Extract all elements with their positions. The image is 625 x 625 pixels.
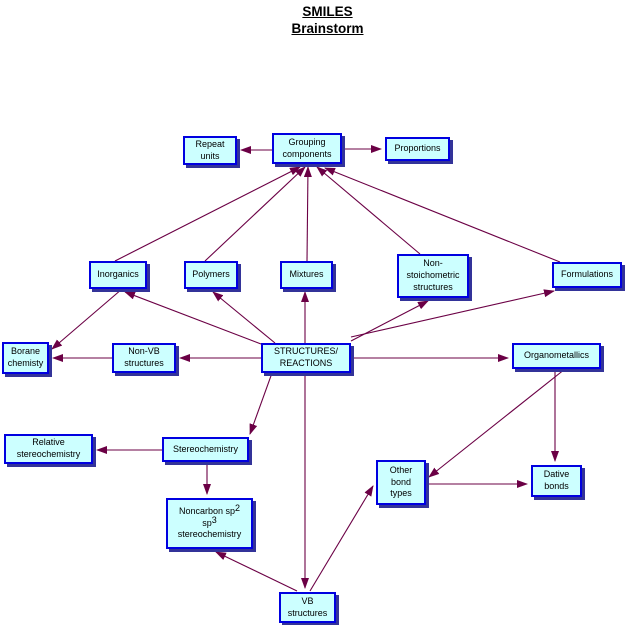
node-label: STRUCTURES/ REACTIONS <box>273 346 338 368</box>
title-line-2: Brainstorm <box>291 21 364 36</box>
node-structures-reactions[interactable]: STRUCTURES/ REACTIONS <box>261 343 351 373</box>
edge-structures-reactions-to-polymers <box>212 291 276 344</box>
title-line-1: SMILES <box>302 4 353 19</box>
edge-organometallics-to-other-bond-types <box>428 368 566 478</box>
superscript-3: 3 <box>211 514 217 525</box>
node-repeat-units[interactable]: Repeat units <box>183 136 237 165</box>
node-label: Mixtures <box>289 269 324 280</box>
node-label: Other bond types <box>389 464 413 499</box>
node-borane-chemistry[interactable]: Borane chemisty <box>2 342 49 374</box>
node-label: Repeat units <box>195 138 225 161</box>
superscript-2: 2 <box>235 502 241 513</box>
diagram-title: SMILES Brainstorm <box>15 3 625 37</box>
edge-structures-reactions-to-inorganics <box>124 291 262 345</box>
node-grouping-components[interactable]: Grouping components <box>272 133 342 164</box>
edge-vb-structures-to-other-bond-types <box>309 485 374 592</box>
node-relative-stereochemistry[interactable]: Relative stereochemistry <box>4 434 93 464</box>
node-label: Non- stoichometric structures <box>406 258 460 292</box>
node-inorganics[interactable]: Inorganics <box>89 261 147 289</box>
node-label: Relative stereochemistry <box>16 437 81 459</box>
edge-vb-structures-to-noncarbon-stereochemistry <box>215 551 298 592</box>
node-label: Proportions <box>394 143 441 154</box>
node-vb-structures[interactable]: VB structures <box>279 592 336 623</box>
node-formulations[interactable]: Formulations <box>552 262 622 288</box>
node-proportions[interactable]: Proportions <box>385 137 450 161</box>
node-label: Inorganics <box>97 269 139 280</box>
edge-structures-reactions-to-non-stoichometric-structures <box>350 300 429 342</box>
node-other-bond-types[interactable]: Other bond types <box>376 460 426 505</box>
node-label: VB structures <box>287 595 328 618</box>
node-polymers[interactable]: Polymers <box>184 261 238 289</box>
node-stereochemistry[interactable]: Stereochemistry <box>162 437 249 462</box>
node-organometallics[interactable]: Organometallics <box>512 343 601 369</box>
node-label: Formulations <box>560 269 614 280</box>
node-non-vb-structures[interactable]: Non-VB structures <box>112 343 176 373</box>
node-label: Dative bonds <box>543 469 570 491</box>
node-label: Polymers <box>192 269 230 280</box>
node-dative-bonds[interactable]: Dative bonds <box>531 465 582 497</box>
node-label: Grouping components <box>282 136 332 159</box>
node-label: Organometallics <box>523 350 590 361</box>
node-label: Stereochemistry <box>172 443 239 454</box>
node-label: Borane chemisty <box>7 346 44 368</box>
edge-formulations-to-grouping-components <box>324 167 561 263</box>
edge-polymers-to-grouping-components <box>204 166 306 262</box>
node-label: Non-VB structures <box>124 346 164 368</box>
node-non-stoichometric-structures[interactable]: Non- stoichometric structures <box>397 254 469 298</box>
node-mixtures[interactable]: Mixtures <box>280 261 333 289</box>
edge-structures-reactions-to-stereochemistry <box>249 372 273 435</box>
edge-inorganics-to-grouping-components <box>114 166 301 262</box>
edge-mixtures-to-grouping-components <box>303 166 312 262</box>
edge-inorganics-to-borane-chemistry <box>51 288 123 350</box>
edge-non-stoichometric-structures-to-grouping-components <box>316 166 421 255</box>
edge-structures-reactions-to-formulations <box>350 289 555 338</box>
